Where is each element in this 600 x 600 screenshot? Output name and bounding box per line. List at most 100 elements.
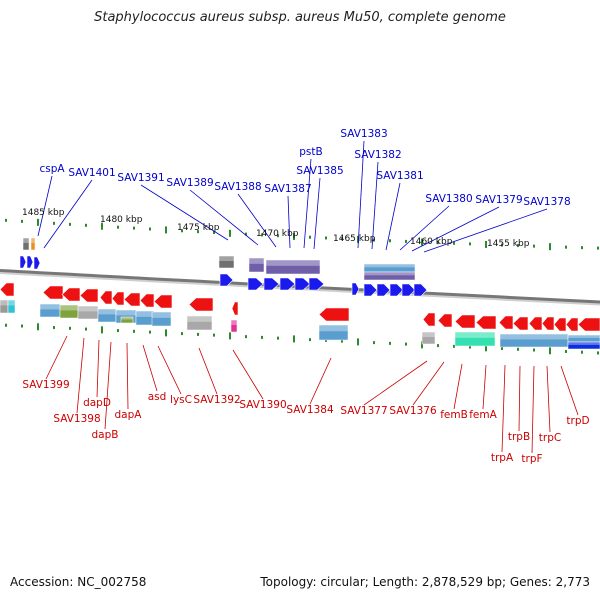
scale-tick	[181, 229, 183, 233]
leader-line	[560, 365, 579, 416]
leader-line	[45, 335, 68, 380]
leader-line	[96, 339, 100, 398]
reverse-feature-block-sheen	[187, 316, 212, 322]
scale-tick	[69, 326, 71, 330]
scale-tick	[197, 332, 199, 336]
leader-line	[313, 177, 321, 250]
reverse-gene-label: trpF	[521, 453, 542, 465]
reverse-gene-label: SAV1376	[389, 405, 437, 417]
scale-tick	[485, 240, 487, 248]
reverse-feature-block-sheen	[121, 317, 133, 320]
leader-line	[198, 347, 218, 395]
leader-line	[189, 189, 259, 246]
forward-gene-label: SAV1401	[68, 167, 115, 179]
scale-tick	[581, 350, 583, 354]
leader-line	[142, 344, 158, 392]
scale-tick	[405, 239, 407, 243]
scale-tick	[117, 329, 119, 333]
scale-tick	[533, 348, 535, 352]
scale-tick	[549, 243, 551, 251]
forward-gene-arrow	[294, 277, 311, 291]
scale-label: 1485 kbp	[22, 208, 65, 218]
forward-gene-arrow	[389, 283, 404, 297]
reverse-feature-block-sheen	[8, 300, 15, 306]
reverse-gene-arrow	[231, 301, 239, 316]
scale-tick	[309, 235, 311, 239]
scale-tick	[453, 241, 455, 245]
scale-tick	[405, 342, 407, 346]
reverse-feature-block-sheen	[40, 304, 60, 310]
reverse-gene-arrow	[0, 282, 15, 297]
forward-feature-block-sheen	[266, 260, 320, 266]
scale-tick	[485, 344, 487, 352]
scale-tick	[149, 227, 151, 231]
reverse-gene-arrow	[318, 307, 350, 322]
reverse-feature-block-sheen	[78, 306, 98, 312]
reverse-gene-label: trpC	[539, 432, 561, 444]
scale-tick	[389, 239, 391, 243]
forward-gene-label: pstB	[299, 146, 322, 158]
scale-tick	[277, 336, 279, 340]
map-title: Staphylococcus aureus subsp. aureus Mu50…	[94, 10, 506, 25]
reverse-feature-block-sheen	[455, 332, 495, 338]
forward-feature-block	[248, 257, 265, 273]
forward-gene-arrow	[19, 255, 27, 269]
reverse-gene-arrow	[437, 313, 453, 328]
leader-line	[546, 365, 551, 433]
reverse-gene-label: dapB	[92, 429, 119, 441]
reverse-gene-label: femA	[469, 409, 497, 421]
forward-gene-label: SAV1379	[475, 194, 522, 206]
scale-label: 1460 kbp	[410, 237, 453, 247]
leader-line	[140, 184, 229, 241]
leader-line	[43, 179, 93, 249]
reverse-gene-arrow	[123, 292, 141, 307]
leader-line	[385, 182, 401, 251]
reverse-feature-block-sheen	[319, 325, 348, 332]
forward-gene-arrow	[413, 283, 428, 297]
reverse-feature-block	[454, 331, 496, 347]
forward-gene-arrow	[219, 273, 234, 287]
scale-tick	[341, 237, 343, 241]
leader-line-layer	[37, 140, 579, 454]
scale-tick	[261, 335, 263, 339]
leader-line	[412, 361, 445, 406]
forward-gene-label: cspA	[39, 163, 65, 175]
reverse-gene-label: femB	[440, 409, 468, 421]
scale-tick	[197, 230, 199, 234]
leader-line	[411, 206, 500, 252]
tick-layer	[5, 218, 599, 355]
scale-tick	[101, 222, 103, 230]
forward-feature-block	[22, 237, 30, 251]
genome-summary-text: Topology: circular; Length: 2,878,529 bp…	[260, 575, 590, 589]
forward-gene-arrow	[33, 256, 41, 270]
scale-tick	[293, 232, 295, 240]
reverse-gene-arrow	[512, 316, 529, 331]
forward-gene-arrow	[401, 283, 416, 297]
forward-gene-label: SAV1389	[166, 177, 213, 189]
scale-tick	[245, 335, 247, 339]
leader-line	[399, 205, 450, 251]
reverse-gene-arrow	[577, 317, 600, 332]
scale-tick	[101, 326, 103, 334]
forward-gene-label: SAV1380	[425, 193, 472, 205]
scale-tick	[421, 341, 423, 349]
forward-gene-arrow	[263, 277, 280, 291]
reverse-feature-block	[421, 331, 436, 345]
scale-tick	[5, 218, 7, 222]
scale-tick	[565, 349, 567, 353]
scale-tick	[389, 341, 391, 345]
reverse-gene-arrow	[454, 314, 476, 329]
leader-line	[501, 364, 506, 453]
scale-tick	[37, 323, 39, 331]
scale-tick	[21, 219, 23, 223]
scale-tick	[581, 246, 583, 250]
reverse-feature-block	[230, 319, 238, 333]
reverse-feature-block	[120, 316, 134, 324]
forward-gene-label: SAV1391	[117, 172, 164, 184]
reverse-gene-arrow	[99, 290, 113, 305]
leader-line	[518, 365, 521, 432]
scale-label: 1465 kbp	[333, 234, 376, 244]
reverse-feature-block-sheen	[231, 320, 237, 325]
reverse-gene-label: SAV1399	[22, 379, 69, 391]
